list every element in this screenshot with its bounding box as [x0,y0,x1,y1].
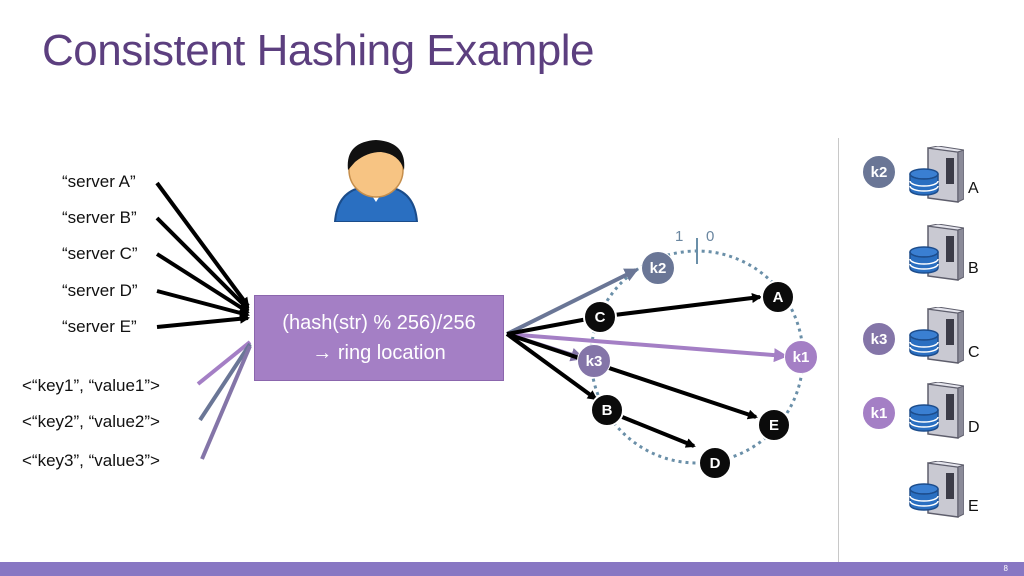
arrow-hash-to-c [506,314,595,336]
server-label-d: D [968,419,980,436]
ring-node-k1: k1 [784,340,818,374]
server-label-e: E [968,498,979,515]
input-server-c: “server C” [62,244,138,263]
hash-formula: (hash(str) % 256)/256 [282,312,476,334]
input-server-a: “server A” [62,172,136,191]
section-divider [838,138,839,563]
ring-node-e: E [757,408,791,442]
server-label-b: B [968,260,979,277]
database-server-icon [909,461,964,518]
assigned-key-k2: k2 [862,155,896,189]
arrow-key1-to-hash [196,340,252,386]
ring-node-c: C [583,300,617,334]
database-server-icon [909,307,964,364]
ring-tick-label-one: 1 [675,228,684,245]
page-number: 8 [1003,564,1008,573]
arrow-hash-to-b [505,332,598,401]
arrow-key3-to-hash [200,345,252,460]
ring-node-k3: k3 [577,344,611,378]
database-server-icon [909,382,964,439]
input-server-d: “server D” [62,281,138,300]
input-key1: <“key1”, “value1”> [22,376,160,395]
hash-output-label: → ring location [312,342,446,364]
ring-tick-label-zero: 0 [706,228,715,245]
ring-node-b: B [590,393,624,427]
slide-footer-bar [0,562,1024,576]
arrow-c-to-a [589,293,762,320]
arrow-server-a-to-hash [155,181,250,308]
user-avatar-icon [333,140,419,222]
arrow-hash-to-e [506,332,758,420]
ring-node-d: D [698,446,732,480]
arrow-hash-to-k1 [506,332,788,363]
assigned-key-k1: k1 [862,396,896,430]
input-key3: <“key3”, “value3”> [22,451,160,470]
input-server-b: “server B” [62,208,137,227]
input-key2: <“key2”, “value2”> [22,412,160,431]
arrow-server-c-to-hash [155,252,250,314]
server-label-a: A [968,180,979,197]
database-server-icon [909,146,964,203]
assigned-key-k3: k3 [862,322,896,356]
arrow-server-d-to-hash [156,289,250,318]
server-label-c: C [968,344,980,361]
slide-title: Consistent Hashing Example [42,26,594,75]
arrow-server-e-to-hash [156,313,250,329]
ring-node-k2: k2 [641,251,675,285]
input-server-e: “server E” [62,317,137,336]
arrow-hash-to-k2 [506,268,639,336]
hash-function-box: (hash(str) % 256)/256 → ring location [254,295,504,381]
arrow-key2-to-hash [198,342,252,422]
database-server-icon [909,224,964,281]
ring-node-a: A [761,280,795,314]
arrow-server-b-to-hash [155,216,250,311]
